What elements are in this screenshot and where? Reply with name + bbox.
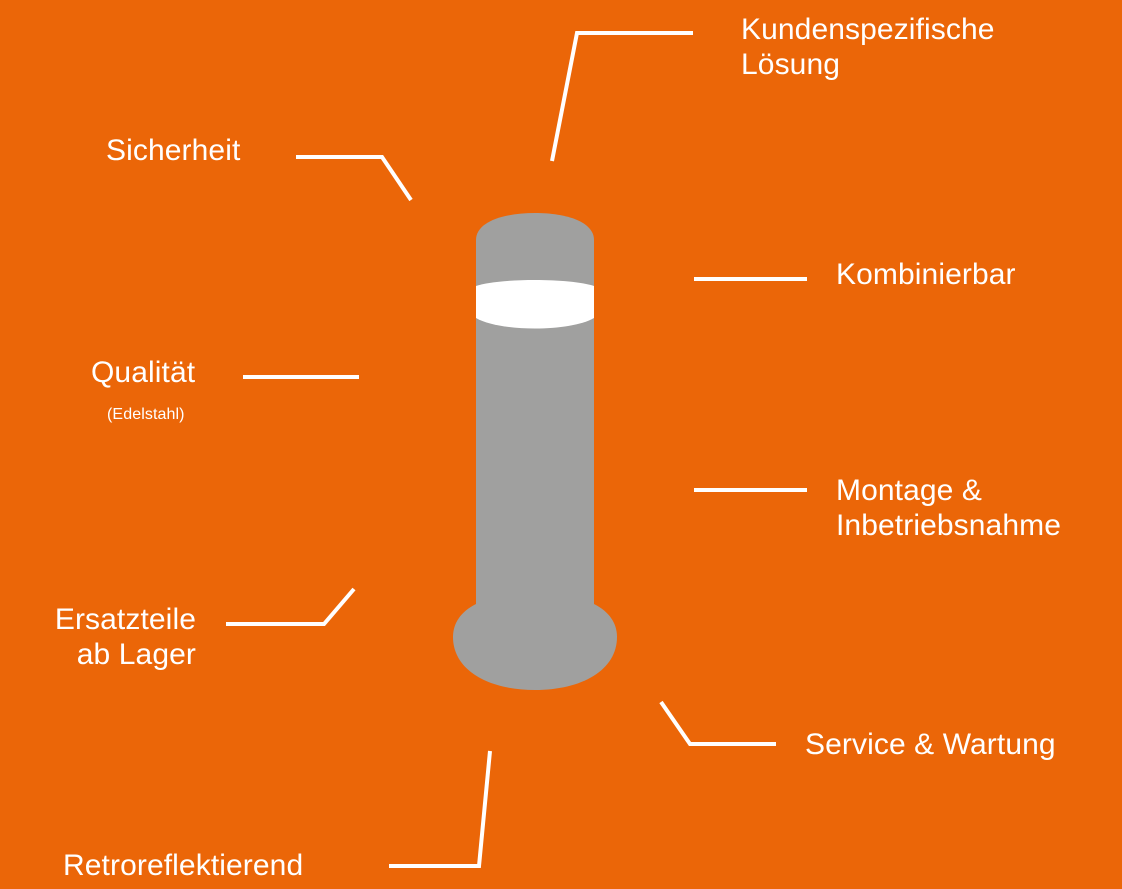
connector-lines bbox=[226, 31, 807, 868]
connector-service bbox=[659, 700, 776, 746]
label-montage-line1: Montage & bbox=[836, 474, 982, 507]
bollard-base bbox=[453, 604, 617, 690]
label-sicherheit: Sicherheit bbox=[106, 133, 240, 168]
label-kundenspezifische-line2: Lösung bbox=[741, 48, 841, 81]
connector-ersatzteile bbox=[226, 587, 356, 626]
label-qualitaet: Qualität bbox=[91, 355, 195, 390]
label-edelstahl-text: (Edelstahl) bbox=[107, 406, 185, 423]
label-qualitaet-sub: (Edelstahl) bbox=[107, 405, 185, 425]
label-kundenspezifische-loesung: Kundenspezifische Lösung bbox=[741, 12, 995, 82]
label-montage-line2: Inbetriebsnahme bbox=[836, 509, 1061, 542]
connector-sicherheit bbox=[296, 155, 413, 202]
label-qualitaet-text: Qualität bbox=[91, 356, 196, 389]
label-montage-inbetriebsnahme: Montage & Inbetriebsnahme bbox=[836, 473, 1061, 543]
connector-retroreflektierend bbox=[389, 750, 492, 868]
label-ersatzteile-ab-lager: Ersatzteile ab Lager bbox=[26, 602, 196, 672]
bollard-body bbox=[476, 213, 594, 620]
label-kundenspezifische-line1: Kundenspezifische bbox=[741, 13, 995, 46]
label-kombinierbar: Kombinierbar bbox=[836, 257, 1016, 292]
reflective-band bbox=[476, 280, 594, 329]
label-retroreflektierend-text: Retroreflektierend bbox=[63, 849, 304, 882]
label-ersatzteile-line2: ab Lager bbox=[76, 638, 196, 671]
label-ersatzteile-line1: Ersatzteile bbox=[54, 603, 196, 636]
bollard-icon bbox=[453, 213, 617, 690]
label-service-wartung: Service & Wartung bbox=[805, 727, 1056, 762]
label-sicherheit-text: Sicherheit bbox=[106, 134, 241, 167]
connector-kundenspezifisch bbox=[550, 31, 693, 162]
label-kombinierbar-text: Kombinierbar bbox=[836, 258, 1016, 291]
label-service-text: Service & Wartung bbox=[805, 728, 1056, 761]
label-retroreflektierend: Retroreflektierend bbox=[63, 848, 303, 883]
